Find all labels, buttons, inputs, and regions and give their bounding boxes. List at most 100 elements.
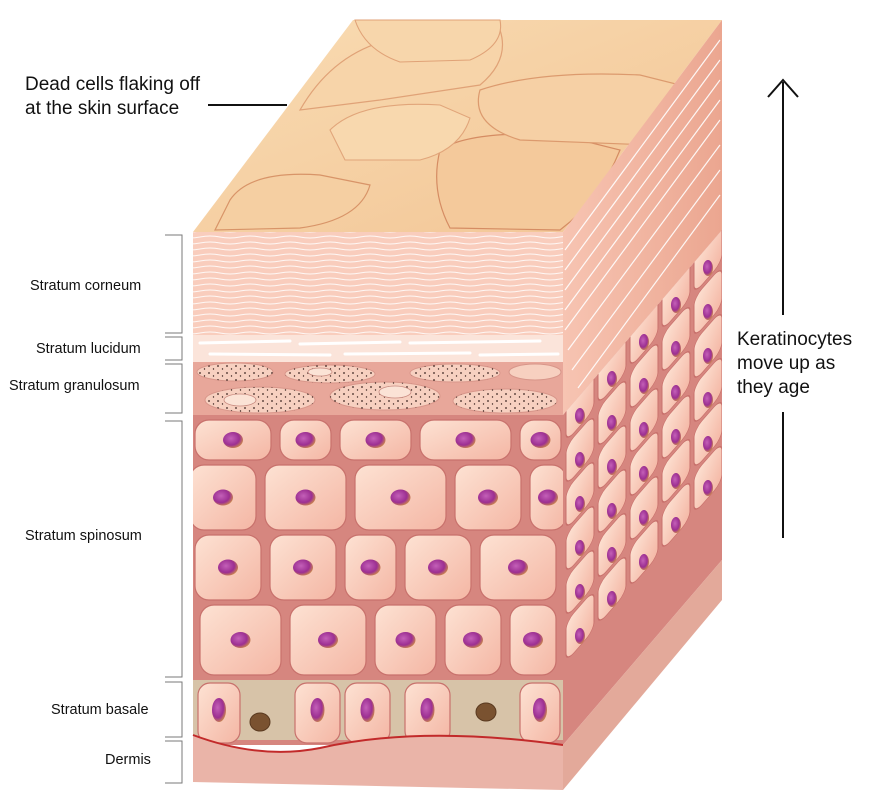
nucleus — [318, 632, 338, 648]
side-cell — [661, 351, 691, 415]
spinosum-cell — [354, 464, 447, 531]
nucleus — [703, 480, 713, 496]
side-cell — [597, 557, 627, 621]
spinosum-cell — [374, 604, 437, 676]
nucleus — [607, 371, 617, 387]
nucleus — [295, 432, 316, 448]
nucleus — [575, 408, 585, 424]
spinosum-cell — [444, 604, 502, 676]
side-cell — [597, 425, 627, 489]
nucleus — [607, 415, 617, 431]
nucleus — [639, 510, 649, 526]
spinosum-cell — [269, 534, 337, 601]
spinosum-cell — [279, 419, 332, 461]
label-stratum-spinosum: Stratum spinosum — [25, 528, 142, 544]
nucleus — [703, 436, 713, 452]
side-cell — [565, 506, 595, 570]
nucleus — [671, 297, 681, 313]
side-cell — [597, 469, 627, 533]
spinosum-cell — [194, 534, 262, 601]
nucleus — [607, 547, 617, 563]
spinosum-cells — [193, 419, 563, 676]
nucleus — [671, 429, 681, 445]
basal-cell — [197, 682, 241, 744]
nucleus — [575, 540, 585, 556]
side-cell — [693, 358, 722, 422]
side-cell — [629, 520, 659, 584]
front-face — [192, 232, 564, 790]
spinosum-cell — [519, 419, 562, 461]
side-cell — [693, 446, 722, 510]
skin-surface-top — [193, 19, 722, 232]
nucleus — [575, 452, 585, 468]
melanocyte-nucleus — [475, 702, 497, 722]
nucleus — [390, 489, 411, 506]
nucleus — [508, 559, 528, 576]
label-stratum-lucidum: Stratum lucidum — [36, 341, 141, 357]
nucleus — [310, 698, 325, 722]
side-cell — [661, 483, 691, 547]
nucleus — [463, 632, 483, 648]
nucleus — [455, 432, 476, 448]
side-cell — [629, 432, 659, 496]
side-cell — [597, 381, 627, 445]
nucleus — [428, 559, 448, 576]
spinosum-cell — [419, 419, 512, 461]
basal-cell — [344, 682, 391, 744]
nucleus — [230, 632, 251, 648]
side-cell — [693, 402, 722, 466]
spinosum-cell — [344, 534, 397, 601]
nucleus — [607, 459, 617, 475]
spinosum-cell — [339, 419, 412, 461]
label-stratum-granulosum: Stratum granulosum — [9, 378, 140, 394]
nucleus — [607, 503, 617, 519]
nucleus — [360, 698, 375, 722]
nucleus — [703, 260, 713, 276]
label-stratum-basale: Stratum basale — [51, 702, 149, 718]
spinosum-cell — [454, 464, 522, 531]
side-cell — [629, 344, 659, 408]
nucleus — [575, 496, 585, 512]
nucleus — [478, 489, 498, 506]
nucleus — [639, 334, 649, 350]
nucleus — [671, 517, 681, 533]
nucleus — [671, 385, 681, 401]
spinosum-cell — [193, 464, 257, 531]
arrow-label: Keratinocytes move up as they age — [737, 328, 852, 400]
side-cell — [661, 439, 691, 503]
nucleus — [223, 432, 243, 448]
side-cell — [661, 263, 691, 327]
nucleus — [639, 378, 649, 394]
spinosum-cell — [479, 534, 557, 601]
nucleus — [671, 473, 681, 489]
spinosum-cell — [289, 604, 367, 676]
side-cell — [661, 307, 691, 371]
basal-cell — [519, 682, 561, 744]
arrow-label-line3: they age — [737, 377, 810, 398]
nucleus — [365, 432, 386, 448]
layer-brackets — [165, 234, 183, 784]
nucleus — [420, 698, 435, 722]
spinosum-cell — [264, 464, 347, 531]
side-cell — [565, 418, 595, 482]
upward-arrow — [767, 78, 799, 538]
basal-cell — [404, 682, 451, 744]
side-face — [563, 20, 722, 790]
basale-cells — [197, 682, 561, 744]
side-cell — [629, 300, 659, 364]
nucleus — [575, 584, 585, 600]
nucleus — [575, 628, 585, 644]
side-cell — [597, 513, 627, 577]
label-stratum-corneum: Stratum corneum — [30, 278, 142, 294]
nucleus — [607, 591, 617, 607]
nucleus — [213, 489, 233, 506]
side-cell — [661, 395, 691, 459]
label-dermis: Dermis — [105, 752, 151, 768]
nucleus — [218, 559, 238, 576]
spinosum-cell — [194, 419, 272, 461]
nucleus — [293, 559, 313, 576]
surface-label: Dead cells flaking off at the skin surfa… — [25, 73, 200, 121]
side-cell — [629, 388, 659, 452]
nucleus — [639, 422, 649, 438]
